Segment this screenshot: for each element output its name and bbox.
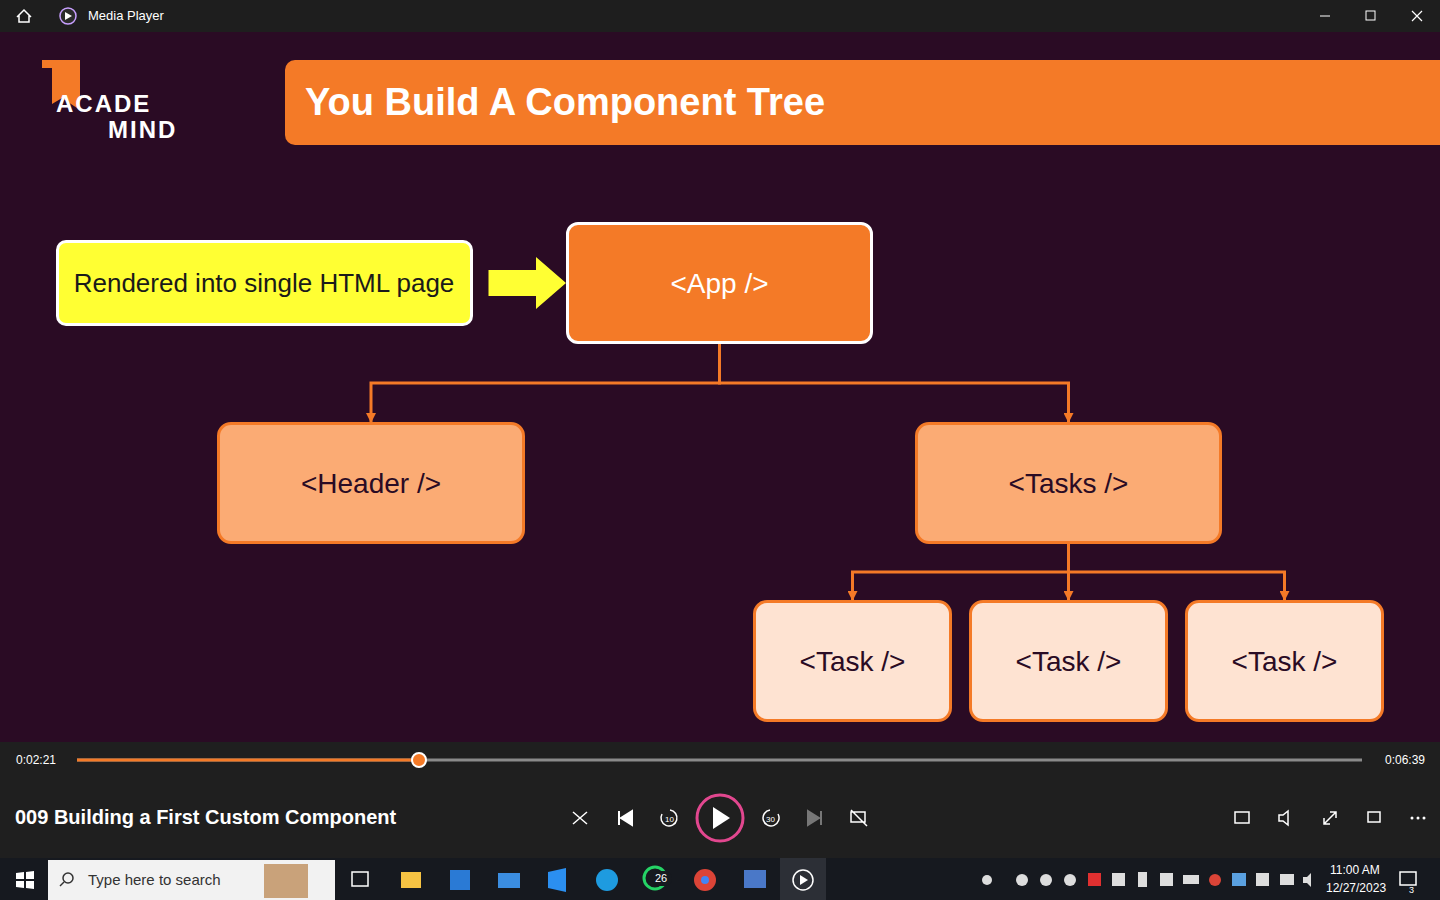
media-player-taskbar-icon	[793, 870, 813, 890]
skip-back-amount: 10	[665, 815, 674, 824]
next-icon	[808, 811, 821, 825]
node-text: <App />	[670, 266, 768, 301]
app-icon	[60, 8, 76, 24]
miniplayer-icon	[1368, 812, 1380, 822]
seek-progress	[77, 759, 419, 762]
component-box: <Header />	[217, 422, 525, 544]
search-icon-handle	[60, 882, 64, 886]
clock-date: 12/27/2023	[1326, 881, 1386, 895]
leaf-component-box: <Task />	[753, 600, 952, 722]
elapsed-time: 0:02:21	[16, 753, 56, 767]
search-icon	[63, 873, 73, 883]
close-icon	[1412, 11, 1422, 21]
block-arrow	[489, 257, 567, 309]
component-box: <Tasks />	[915, 422, 1222, 544]
volume-icon	[1279, 811, 1288, 825]
taskview-icon	[352, 872, 368, 886]
node-text: <Task />	[1016, 644, 1122, 679]
play-ring	[697, 795, 743, 841]
shuffle-icon	[573, 812, 587, 824]
logo-text: ACADE	[56, 90, 151, 118]
search-placeholder: Type here to search	[88, 871, 221, 888]
logo-text: MIND	[108, 116, 177, 144]
leaf-component-box: <Task />	[1185, 600, 1384, 722]
tree-connector	[371, 344, 720, 422]
subtitles-icon	[1235, 812, 1249, 823]
chrome-icon	[694, 869, 716, 891]
seek-track	[77, 759, 1362, 762]
more-dot	[1417, 817, 1420, 820]
vscode-icon	[548, 868, 566, 892]
title-band: You Build A Component Tree	[285, 60, 1440, 145]
root-component-box: <App />	[566, 222, 873, 344]
app-icon-play	[65, 12, 72, 20]
start-icon	[16, 871, 34, 889]
active-app-highlight	[780, 858, 826, 900]
tree-connector	[720, 344, 1069, 422]
rewind-icon	[661, 810, 677, 826]
repeat-icon	[851, 810, 867, 826]
total-time: 0:06:39	[1385, 753, 1425, 767]
tree-connector	[853, 544, 1069, 600]
edge-icon	[596, 869, 618, 891]
node-text: <Task />	[800, 644, 906, 679]
notification-count: 3	[1409, 885, 1414, 895]
play-icon	[713, 807, 730, 829]
slide-title: You Build A Component Tree	[305, 81, 825, 124]
forward-icon	[763, 810, 779, 826]
node-text: <Tasks />	[1009, 466, 1129, 501]
window-title: Media Player	[88, 8, 164, 23]
search-highlight-image	[264, 864, 308, 898]
media-player-play	[800, 875, 808, 885]
video-title: 009 Building a First Custom Component	[15, 806, 396, 829]
home-icon	[17, 10, 31, 22]
more-dot	[1423, 817, 1426, 820]
tree-connector	[1069, 544, 1285, 600]
minimize-icon	[1320, 16, 1330, 17]
previous-icon	[619, 811, 632, 825]
chrome-center	[701, 876, 709, 884]
seek-knob	[412, 753, 426, 767]
fullscreen-icon	[1324, 812, 1336, 824]
node-text: <Task />	[1232, 644, 1338, 679]
callout-box: Rendered into single HTML page	[56, 240, 473, 326]
mail-icon	[498, 873, 520, 888]
more-dot	[1411, 817, 1414, 820]
restore-icon	[1366, 11, 1375, 20]
store-icon	[450, 870, 470, 890]
node-text: Rendered into single HTML page	[74, 267, 455, 300]
skip-forward-amount: 30	[766, 815, 775, 824]
node-text: <Header />	[301, 466, 441, 501]
clock-time: 11:00 AM	[1330, 863, 1380, 877]
explorer-icon	[401, 872, 421, 888]
remote-icon	[744, 870, 766, 888]
window-titlebar	[0, 0, 1440, 32]
notification-badge: 26	[655, 872, 667, 884]
badge-ground	[652, 871, 672, 886]
leaf-component-box: <Task />	[969, 600, 1168, 722]
